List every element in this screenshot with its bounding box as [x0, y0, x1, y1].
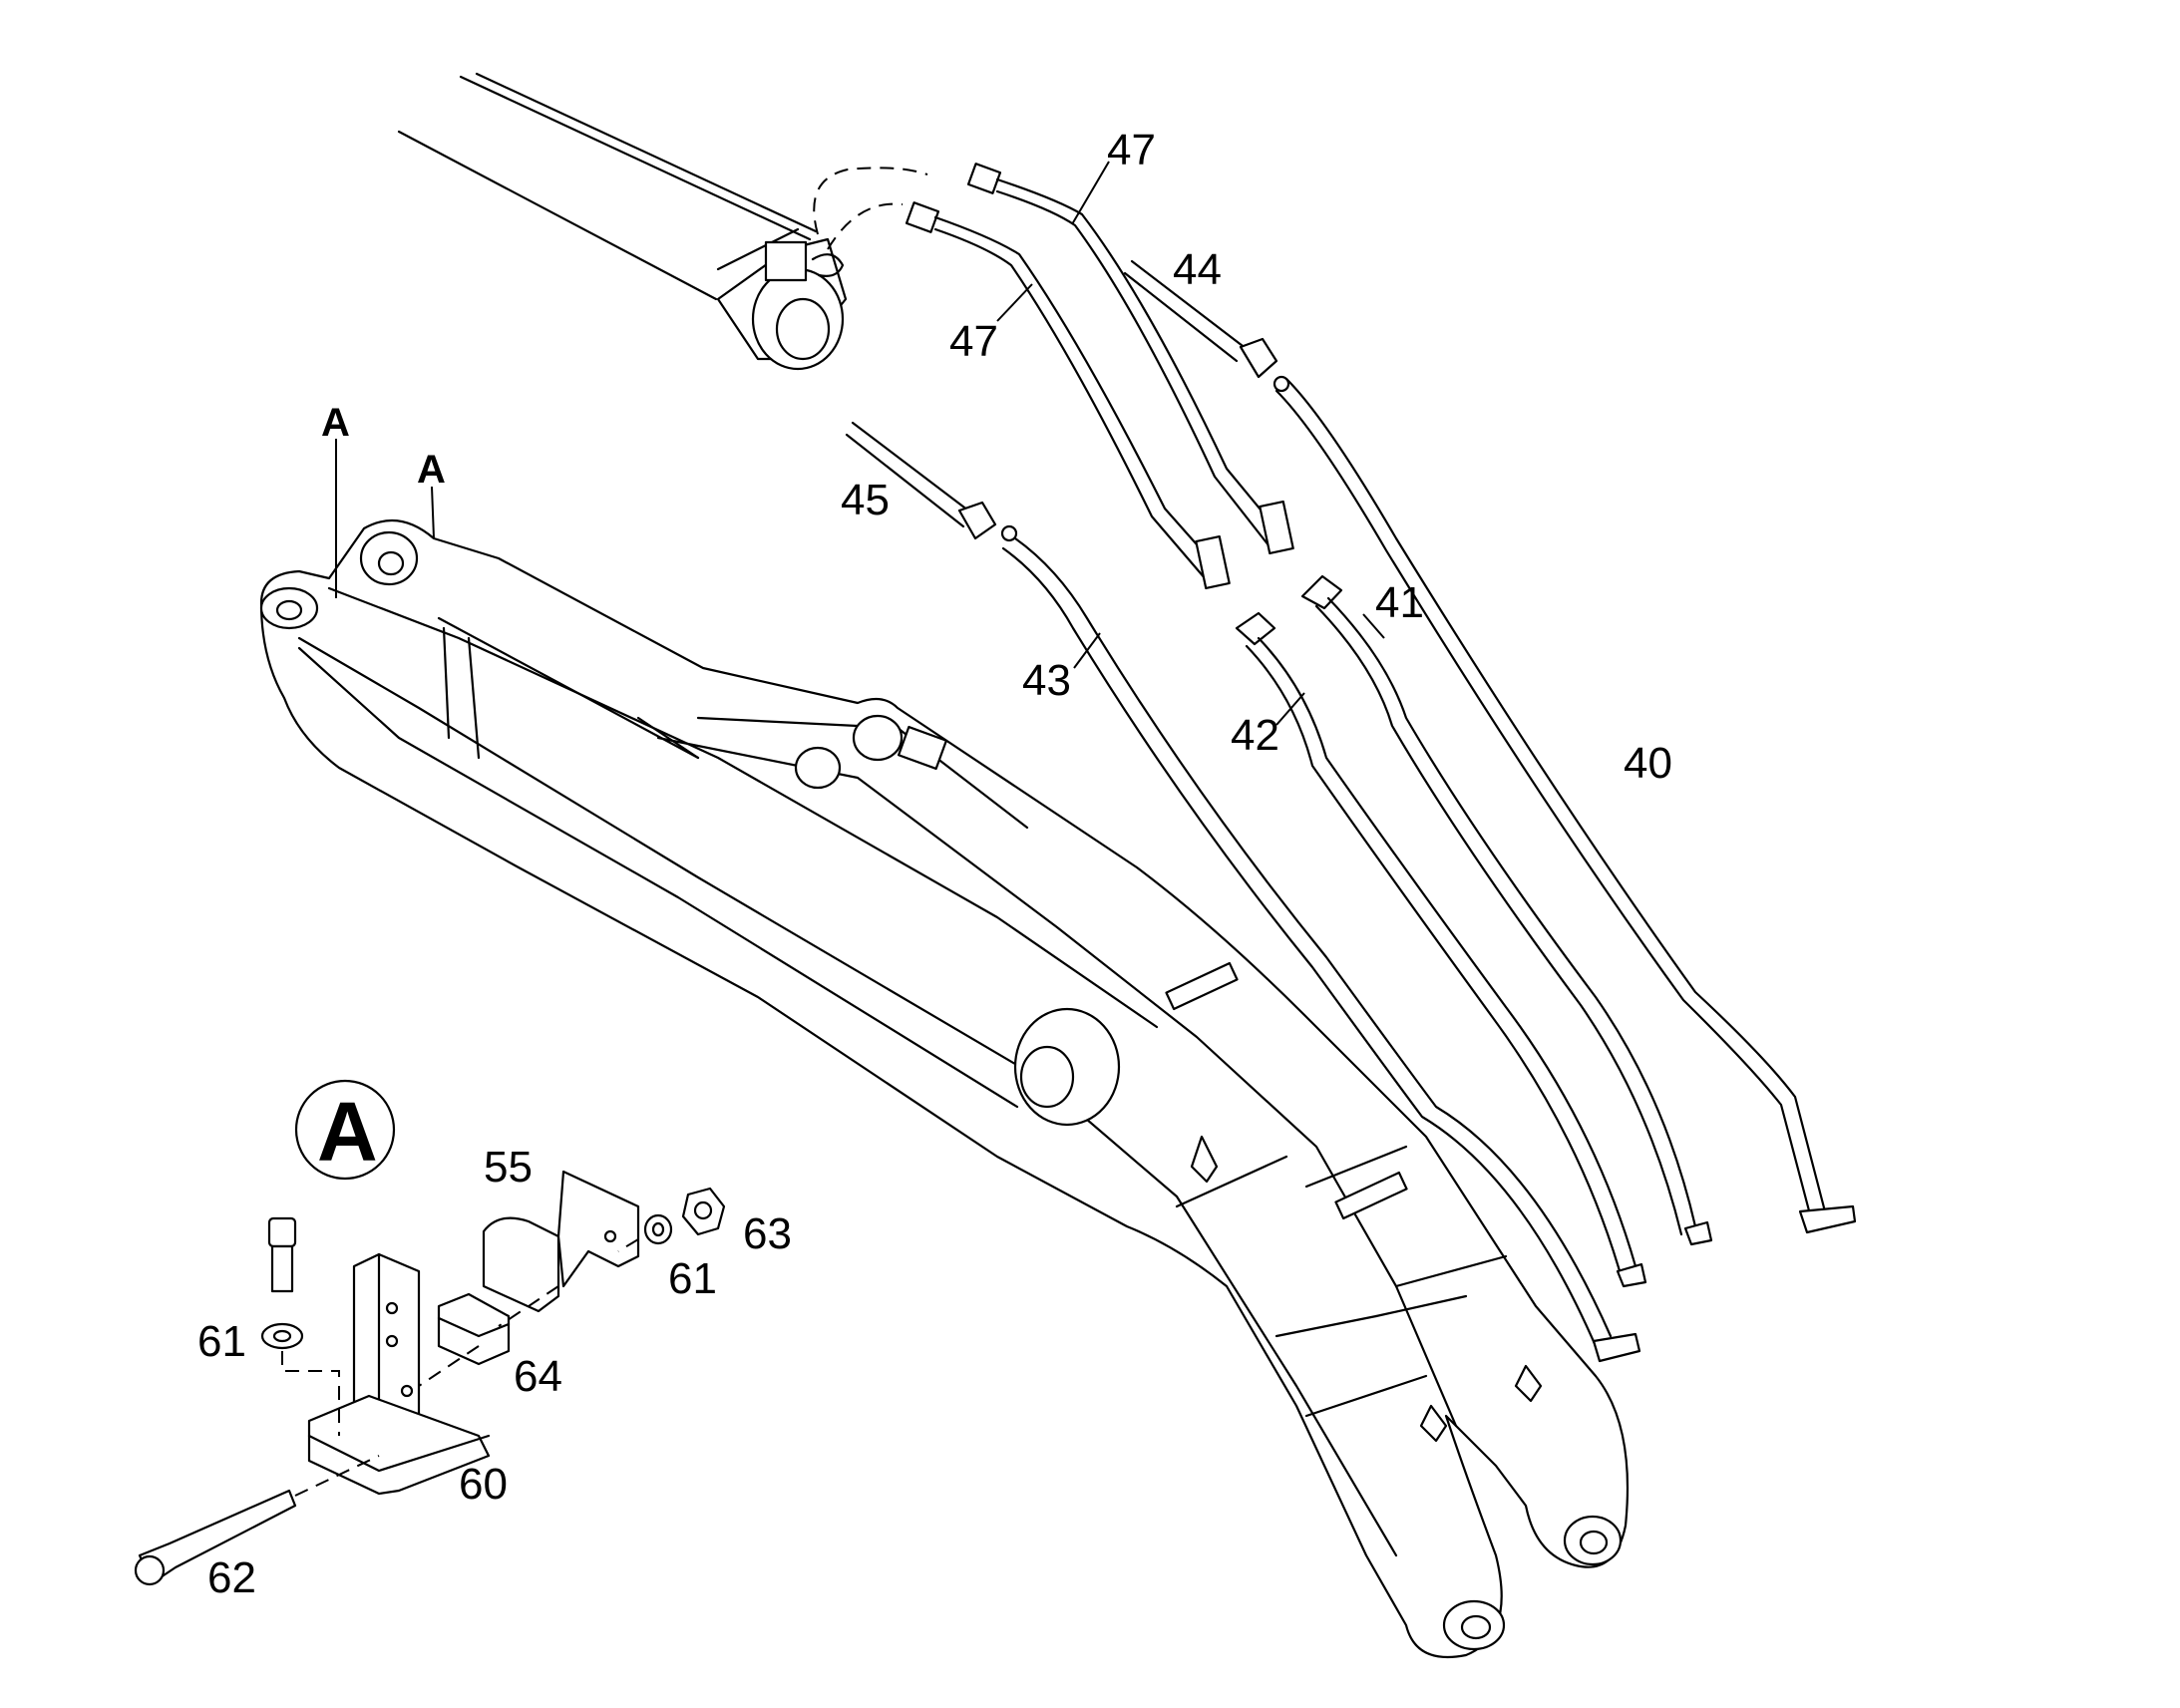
view-marker-a-2: A: [417, 448, 446, 539]
callout-42: 42: [1231, 711, 1279, 760]
leader-47b: [996, 283, 1033, 322]
pipe-42: [1235, 611, 1647, 1288]
callout-62: 62: [207, 1553, 256, 1602]
detail-a-circle: [294, 1079, 396, 1181]
hose-44: [1123, 259, 1278, 379]
detail-a: A: [134, 1079, 726, 1586]
view-label-a-2: A: [417, 448, 446, 492]
callout-61-right: 61: [668, 1254, 717, 1303]
pipe-40: [1272, 375, 1857, 1234]
hose-45: [845, 421, 997, 540]
callout-47-upper: 47: [1107, 126, 1156, 174]
callout-40: 40: [1624, 739, 1672, 788]
view-marker-a-1: A: [321, 401, 350, 598]
hose-routing-dashed-2: [827, 202, 904, 250]
boom-arm: [259, 518, 1630, 1659]
callout-60: 60: [459, 1460, 508, 1509]
block-64: [437, 1292, 511, 1366]
hose-47-lower: [905, 201, 1231, 590]
callout-41: 41: [1375, 578, 1424, 627]
view-label-a-1: A: [321, 401, 350, 445]
leader-42: [1275, 692, 1305, 726]
callout-43: 43: [1022, 656, 1071, 705]
callout-64: 64: [514, 1352, 562, 1401]
bolt-62: [134, 1455, 380, 1586]
leader-47a: [1071, 161, 1110, 225]
clamp-55: [482, 1216, 560, 1313]
hose-routing-dashed: [813, 167, 928, 235]
detail-a-label: A: [317, 1085, 378, 1179]
callout-55: 55: [484, 1143, 533, 1192]
leader-43: [1073, 632, 1101, 669]
callout-47-lower: 47: [949, 317, 998, 366]
callout-63: 63: [743, 1209, 792, 1258]
pipe-41: [1300, 574, 1713, 1246]
callout-61-left: 61: [197, 1317, 246, 1366]
leader-41: [1362, 613, 1385, 639]
boom-cylinder: [397, 72, 848, 371]
callout-45: 45: [841, 476, 890, 524]
callout-44: 44: [1173, 245, 1222, 294]
hose-47-upper: [966, 163, 1294, 555]
pipe-43: [1000, 524, 1641, 1363]
